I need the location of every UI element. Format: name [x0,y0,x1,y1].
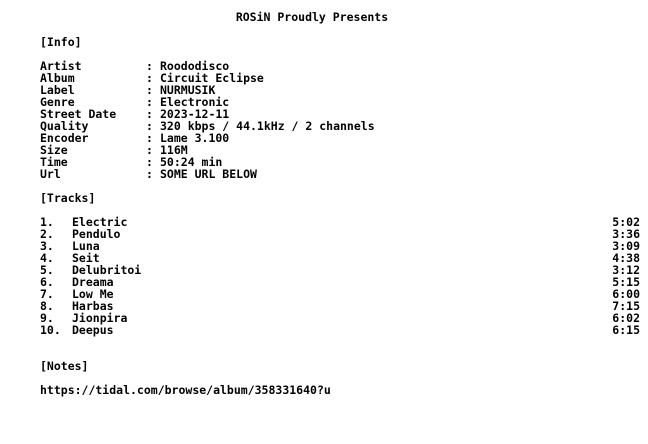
info-separator: : [146,143,153,157]
page-title: ROSiN Proudly Presents [235,10,389,24]
info-row: Quality:320 kbps / 44.1kHz / 2 channels [40,120,375,132]
track-row: 5. Delubritoi 3:12 [40,264,640,276]
track-number: 2. [40,227,54,241]
track-row: 8. Harbas 7:15 [40,300,640,312]
track-number: 3. [40,239,54,253]
track-number: 10. [40,323,61,337]
info-separator: : [146,83,153,97]
track-row: 2. Pendulo 3:36 [40,228,640,240]
track-time: 3:36 [612,227,640,241]
track-row: 1. Electric 5:02 [40,216,640,228]
track-row: 3. Luna 3:09 [40,240,640,252]
track-row: 9. Jionpira 6:02 [40,312,640,324]
info-label: Url [40,167,61,181]
info-row: Size:116M [40,144,375,156]
notes-heading: [Notes] [40,359,89,373]
info-value: 320 kbps / 44.1kHz / 2 channels [160,119,375,133]
info-value: 116M [160,143,188,157]
info-separator: : [146,131,153,145]
track-time: 5:02 [612,215,640,229]
info-value: 2023-12-11 [160,107,230,121]
info-separator: : [146,59,153,73]
track-row: 7. Low Me 6:00 [40,288,640,300]
track-time: 5:15 [612,275,640,289]
info-label: Artist [40,59,82,73]
info-separator: : [146,107,153,121]
info-row: Artist: Roododisco [40,60,375,72]
track-number: 8. [40,299,54,313]
info-separator: : [146,155,153,169]
info-value: 50:24 min [160,155,223,169]
track-row: 4. Seit 4:38 [40,252,640,264]
info-heading: [Info] [40,35,82,49]
info-label: Album [40,71,75,85]
track-title: Electric [72,215,128,229]
track-time: 6:00 [612,287,640,301]
track-title: Delubritoi [72,263,142,277]
info-row: Url: SOME URL BELOW [40,168,375,180]
info-label: Size [40,143,68,157]
info-row: Time:50:24 min [40,156,375,168]
info-separator: : [146,167,153,181]
track-number: 7. [40,287,54,301]
info-separator: : [146,71,153,85]
info-separator: : [146,119,153,133]
info-value: Roododisco [160,59,230,73]
info-label: Quality [40,119,89,133]
track-title: Pendulo [72,227,121,241]
track-number: 4. [40,251,54,265]
track-title: Low Me [72,287,114,301]
track-time: 3:09 [612,239,640,253]
track-title: Deepus [72,323,114,337]
tracks-section: 1. Electric 5:02 2. Pendulo 3:36 3. Luna 3:09 4. S… [40,216,640,336]
info-value: Electronic [160,95,230,109]
info-row: Encoder: Lame 3.100 [40,132,375,144]
info-value: Circuit Eclipse [160,71,264,85]
track-time: 7:15 [612,299,640,313]
info-label: Label [40,83,75,97]
track-row: 10. Deepus 6:15 [40,324,640,336]
info-label: Genre [40,95,75,109]
track-title: Jionpira [72,311,128,325]
info-separator: : [146,95,153,109]
info-value: Lame 3.100 [160,131,230,145]
info-row: Genre: Electronic [40,96,375,108]
track-title: Harbas [72,299,114,313]
tracks-heading: [Tracks] [40,191,96,205]
track-number: 1. [40,215,54,229]
track-number: 9. [40,311,54,325]
track-row: 6. Dreama 5:15 [40,276,640,288]
track-number: 5. [40,263,54,277]
info-value: NURMUSIK [160,83,216,97]
info-label: Street Date [40,107,117,121]
info-label: Time [40,155,68,169]
track-title: Dreama [72,275,114,289]
track-time: 6:15 [612,323,640,337]
info-label: Encoder [40,131,89,145]
notes-url: https://tidal.com/browse/album/358331640… [40,383,331,397]
track-title: Luna [72,239,100,253]
track-time: 4:38 [612,251,640,265]
track-time: 3:12 [612,263,640,277]
info-value: SOME URL BELOW [160,167,257,181]
track-title: Seit [72,251,100,265]
info-row: Label: NURMUSIK [40,84,375,96]
info-row: Street Date:2023-12-11 [40,108,375,120]
track-number: 6. [40,275,54,289]
track-time: 6:02 [612,311,640,325]
info-row: Album: Circuit Eclipse [40,72,375,84]
